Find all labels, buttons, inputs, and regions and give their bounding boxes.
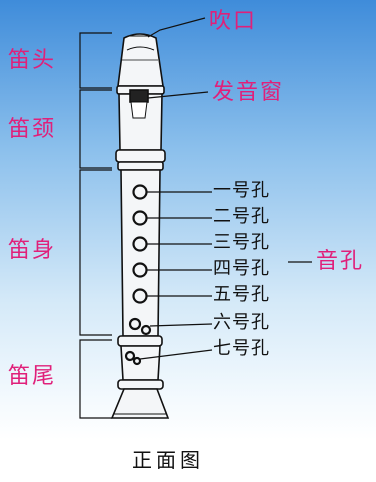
neck-joint [115,149,166,163]
hole-6b [140,324,152,336]
head-bracket [79,32,112,89]
window-leader [147,91,209,99]
hole-label-6: 六号孔 [213,312,270,333]
view-caption: 正面图 [132,448,204,472]
mouthpiece-leader [147,17,206,38]
neck-label: 笛颈 [8,117,57,142]
hole-2 [132,210,148,226]
hole-4 [132,262,148,278]
mouthpiece-label: 吹口 [209,9,258,34]
hole-3 [132,236,148,252]
body-joint [117,335,163,347]
hole-7b [132,356,142,366]
hole-label-4: 四号孔 [213,258,270,279]
section-brackets [79,32,112,419]
hole-label-5: 五号孔 [213,284,270,305]
hole-5 [132,288,148,304]
hole-7a [124,350,136,362]
tail-bracket [79,339,112,419]
tail-label: 笛尾 [8,364,57,389]
window-label: 发音窗 [212,80,285,105]
hole-label-7: 七号孔 [213,338,270,359]
body-bracket [79,169,112,336]
body-label: 笛身 [8,238,57,263]
sound-window [129,89,149,103]
hole-label-2: 二号孔 [213,206,270,227]
hole-1 [132,184,148,200]
hole-label-3: 三号孔 [213,232,270,253]
neck-bracket [79,89,112,169]
leader-lines [139,17,312,360]
hole-label-1: 一号孔 [213,180,270,201]
recorder-bell [110,388,170,419]
head-label: 笛头 [8,48,57,73]
hole-6a [128,317,142,331]
tone-holes [124,184,152,366]
tone-holes-label: 音孔 [316,249,365,274]
